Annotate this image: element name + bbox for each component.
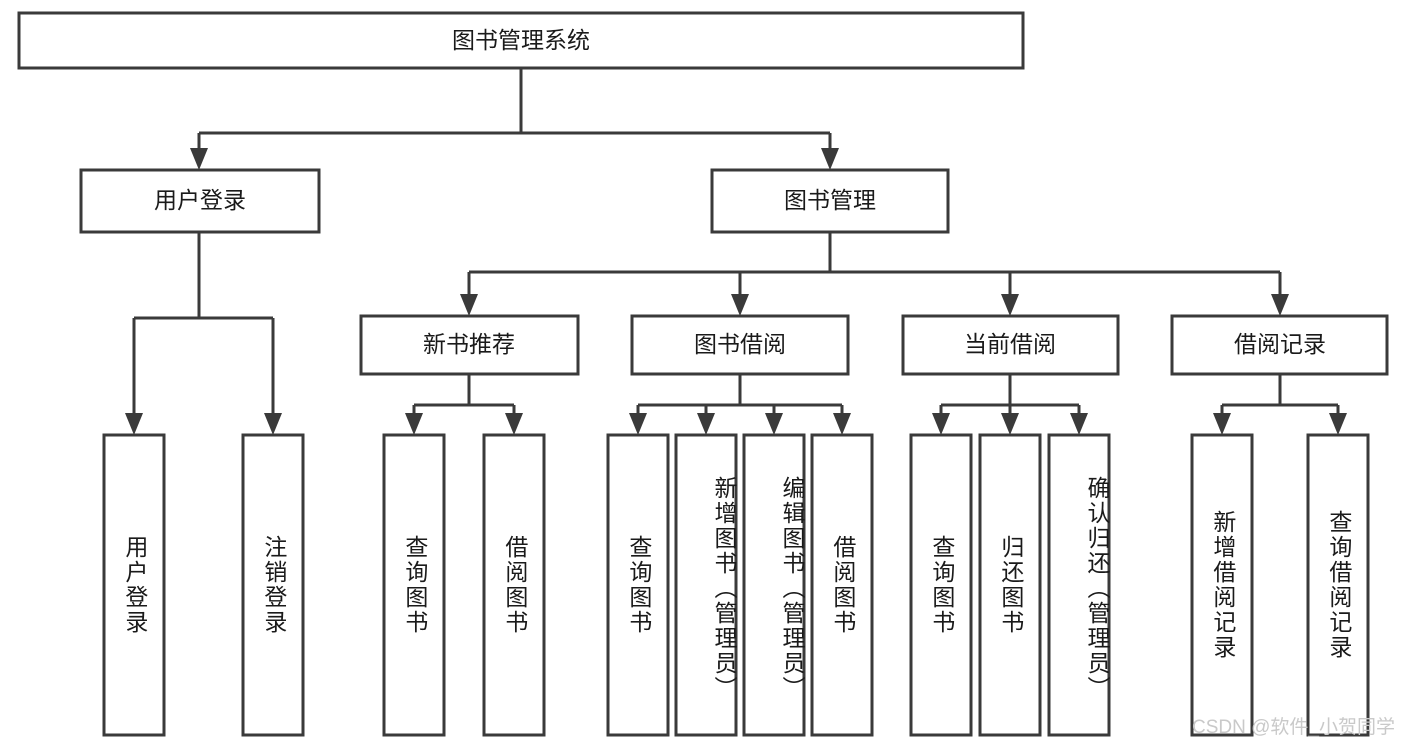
node-label-current-borrow: 当前借阅 — [964, 331, 1056, 357]
csdn-watermark: CSDN @软件_小贺同学 — [1192, 717, 1395, 738]
arrow-borrowrecord-l2 — [1329, 413, 1347, 435]
node-label-borrow-record: 借阅记录 — [1234, 331, 1326, 357]
node-box-book-borrow[interactable] — [630, 314, 850, 376]
node-box-leaf-return-book[interactable] — [978, 433, 1042, 737]
arrow-root-to-userlogin — [190, 148, 208, 170]
connector-group-userlogin — [125, 232, 282, 435]
node-label-user-login: 用户登录 — [154, 187, 246, 213]
arrow-bookmanage-c2 — [731, 294, 749, 316]
node-box-leaf-query-book-3[interactable] — [909, 433, 973, 737]
arrow-bookborrow-l4 — [833, 413, 851, 435]
arrow-currentborrow-l2 — [1001, 413, 1019, 435]
arrow-newbook-l2 — [505, 413, 523, 435]
node-box-leaf-add-book[interactable] — [674, 433, 738, 737]
node-box-leaf-edit-book[interactable] — [742, 433, 806, 737]
node-box-leaf-logout[interactable] — [241, 433, 305, 737]
node-label-root: 图书管理系统 — [452, 27, 590, 53]
connector-group-root — [190, 68, 839, 170]
arrow-bookmanage-c1 — [460, 294, 478, 316]
connector-group-currentborrow — [932, 374, 1088, 435]
arrow-bookborrow-l3 — [765, 413, 783, 435]
node-label-book-borrow: 图书借阅 — [694, 331, 786, 357]
arrow-bookborrow-l2 — [697, 413, 715, 435]
node-box-leaf-user-login[interactable] — [102, 433, 166, 737]
arrow-bookborrow-l1 — [629, 413, 647, 435]
connector-group-bookborrow — [629, 374, 851, 435]
arrow-bookmanage-c4 — [1271, 294, 1289, 316]
arrow-userlogin-leaf1 — [125, 413, 143, 435]
arrow-userlogin-leaf2 — [264, 413, 282, 435]
connector-group-bookmanage — [460, 232, 1289, 316]
node-box-current-borrow[interactable] — [901, 314, 1120, 376]
arrow-bookmanage-c3 — [1001, 294, 1019, 316]
node-box-leaf-add-record[interactable] — [1190, 433, 1254, 737]
arrow-root-to-bookmanage — [821, 148, 839, 170]
node-label-book-manage: 图书管理 — [784, 187, 876, 213]
node-box-leaf-borrow-book-1[interactable] — [482, 433, 546, 737]
node-box-borrow-record[interactable] — [1170, 314, 1389, 376]
node-label-new-book-recommend: 新书推荐 — [423, 331, 515, 357]
connector-group-borrowrecord — [1213, 374, 1347, 435]
node-box-leaf-confirm-return[interactable] — [1047, 433, 1111, 737]
node-box-user-login[interactable] — [79, 168, 321, 234]
arrow-currentborrow-l3 — [1070, 413, 1088, 435]
node-box-new-book-recommend[interactable] — [359, 314, 580, 376]
node-box-leaf-query-book-1[interactable] — [382, 433, 446, 737]
node-box-root[interactable] — [17, 11, 1025, 70]
node-box-leaf-borrow-book-2[interactable] — [810, 433, 874, 737]
arrow-borrowrecord-l1 — [1213, 413, 1231, 435]
arrow-currentborrow-l1 — [932, 413, 950, 435]
connector-group-newbook — [405, 374, 523, 435]
arrow-newbook-l1 — [405, 413, 423, 435]
node-box-book-manage[interactable] — [710, 168, 950, 234]
node-box-leaf-query-book-2[interactable] — [606, 433, 670, 737]
node-box-leaf-query-record[interactable] — [1306, 433, 1370, 737]
